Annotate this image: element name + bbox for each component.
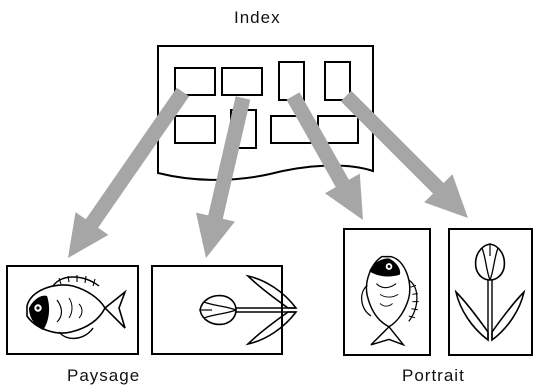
arrow-icon	[68, 87, 190, 258]
landscape-label: Paysage	[67, 366, 141, 385]
arrow-icon	[340, 90, 468, 218]
index-label: Index	[234, 8, 281, 27]
arrow-icon	[286, 92, 363, 220]
landscape-print-flower	[151, 265, 297, 355]
arrows	[68, 87, 468, 258]
landscape-print-fish	[6, 265, 139, 355]
arrow-icon	[196, 96, 251, 258]
index-sheet	[157, 45, 374, 181]
portrait-print-flower	[448, 228, 533, 356]
portrait-label: Portrait	[402, 366, 465, 385]
portrait-print-fish	[343, 228, 431, 356]
